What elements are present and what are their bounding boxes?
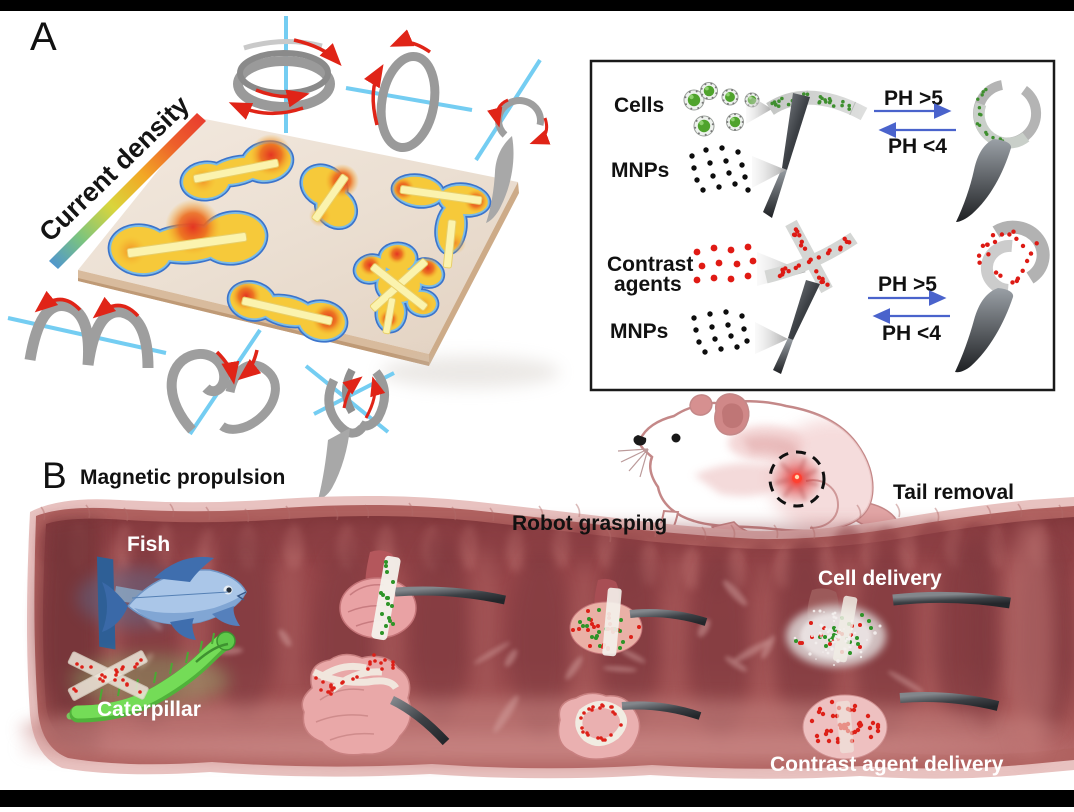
svg-text:B: B xyxy=(42,455,67,496)
svg-text:PH <4: PH <4 xyxy=(888,135,947,158)
svg-text:PH >5: PH >5 xyxy=(878,273,937,296)
svg-text:A: A xyxy=(30,15,57,59)
svg-text:Fish: Fish xyxy=(127,533,170,556)
svg-text:PH >5: PH >5 xyxy=(884,87,943,110)
svg-text:Cells: Cells xyxy=(614,94,664,117)
svg-text:MNPs: MNPs xyxy=(611,159,669,182)
svg-text:Contrast: Contrast xyxy=(607,253,693,276)
svg-text:MNPs: MNPs xyxy=(610,320,668,343)
svg-text:Cell delivery: Cell delivery xyxy=(818,567,942,590)
svg-text:Magnetic propulsion: Magnetic propulsion xyxy=(80,466,285,489)
svg-text:agents: agents xyxy=(614,273,682,296)
svg-text:PH <4: PH <4 xyxy=(882,322,941,345)
svg-text:Tail removal: Tail removal xyxy=(893,481,1014,504)
svg-text:Robot grasping: Robot grasping xyxy=(512,512,667,535)
svg-text:Caterpillar: Caterpillar xyxy=(97,698,201,721)
svg-text:Contrast agent delivery: Contrast agent delivery xyxy=(770,753,1004,776)
